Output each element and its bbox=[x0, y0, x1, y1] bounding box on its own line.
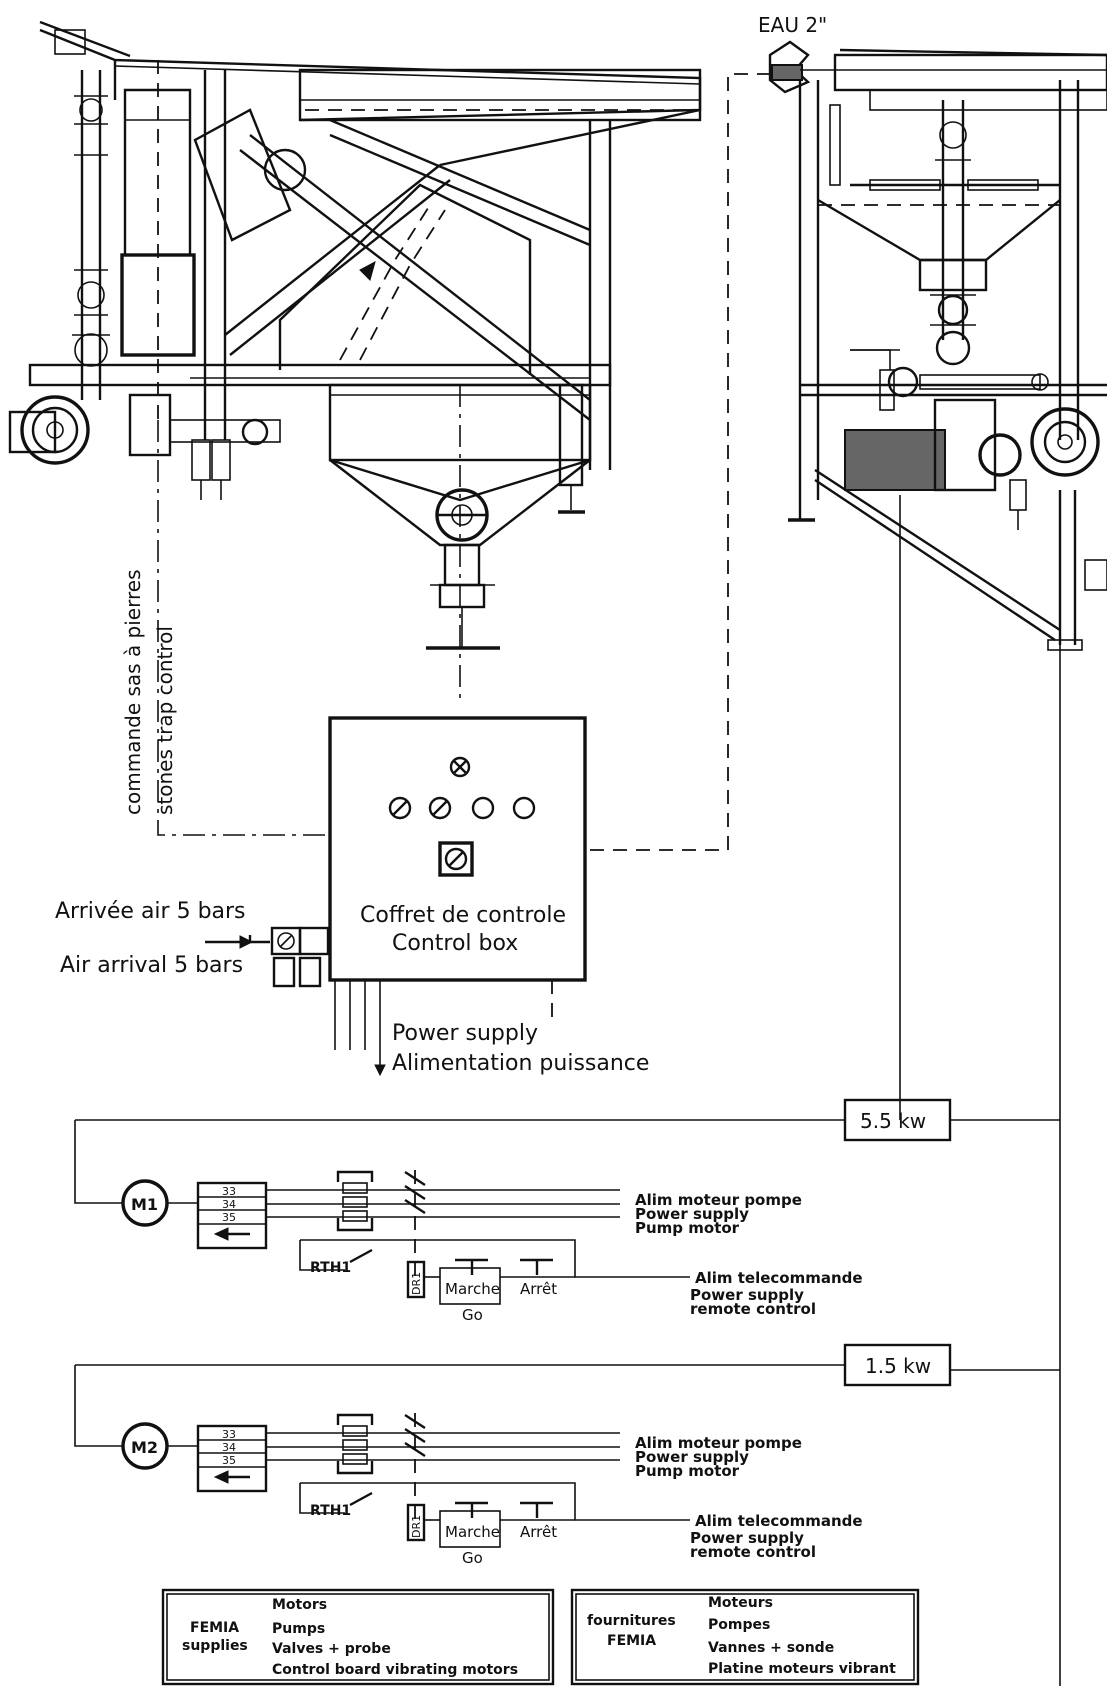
air-regulator bbox=[205, 926, 330, 988]
remote-feed-1-rc: remote control bbox=[690, 1300, 816, 1318]
motor-feed-2-en: Power supply bbox=[635, 1448, 749, 1466]
power-rating-1: 5.5 kw bbox=[860, 1109, 926, 1133]
terminal-33-b: 33 bbox=[222, 1428, 236, 1441]
motor-feed-2-fr: Alim moteur pompe bbox=[635, 1434, 802, 1452]
start-label-en-1: Go bbox=[462, 1306, 483, 1324]
supplies-fr-item-3: Vannes + sonde bbox=[708, 1640, 834, 1656]
separator-machine bbox=[8, 20, 702, 700]
remote-feed-2-en: Power supply bbox=[690, 1529, 804, 1547]
supplies-fr-item-1: Moteurs bbox=[708, 1595, 773, 1611]
indicator-lamp-icon bbox=[449, 756, 471, 778]
control-box-label-en: Control box bbox=[392, 931, 518, 956]
motor-m2-label: M2 bbox=[131, 1438, 158, 1457]
pilot-light-1-icon bbox=[471, 796, 495, 820]
selector-1-icon bbox=[388, 796, 412, 820]
control-lines bbox=[157, 73, 1061, 1686]
water-inlet-label: EAU 2" bbox=[758, 13, 827, 37]
remote-feed-1-fr: Alim telecommande bbox=[695, 1269, 863, 1287]
motor-m2-icon bbox=[121, 1422, 169, 1470]
supplies-en-item-4: Control board vibrating motors bbox=[272, 1662, 518, 1678]
motor-circuit-2 bbox=[74, 1343, 1060, 1548]
control-box-label-fr: Coffret de controle bbox=[360, 903, 566, 928]
supplies-fr-item-2: Pompes bbox=[708, 1617, 770, 1633]
supplies-fr-name-2: FEMIA bbox=[607, 1633, 656, 1649]
power-supply-label-en: Power supply bbox=[392, 1021, 538, 1046]
supplies-legend-en bbox=[161, 1588, 555, 1686]
remote-feed-1-en: Power supply bbox=[690, 1286, 804, 1304]
relay-label-1: RTH1 bbox=[310, 1260, 351, 1276]
contactor-coil-2 bbox=[406, 1503, 426, 1542]
selector-2-icon bbox=[428, 796, 452, 820]
stones-trap-label-fr: commande sas à pierres bbox=[121, 570, 145, 816]
motor-feed-1-fr: Alim moteur pompe bbox=[635, 1191, 802, 1209]
start-label-en-2: Go bbox=[462, 1549, 483, 1567]
control-box bbox=[328, 716, 587, 982]
relay-label-2: RTH1 bbox=[310, 1503, 351, 1519]
motor-circuit-1 bbox=[74, 1098, 1060, 1305]
terminal-block-2 bbox=[196, 1424, 268, 1493]
supplies-en-name-1: FEMIA bbox=[190, 1620, 239, 1636]
start-label-fr-2: Marche bbox=[445, 1523, 500, 1541]
stop-label-1: Arrêt bbox=[520, 1280, 557, 1298]
contactor-label-1: DR1 bbox=[410, 1272, 423, 1295]
supplies-en-name-2: supplies bbox=[182, 1638, 248, 1654]
terminal-34-b: 34 bbox=[222, 1441, 236, 1454]
supplies-fr-item-4: Platine moteurs vibrant bbox=[708, 1661, 896, 1677]
stop-label-2: Arrêt bbox=[520, 1523, 557, 1541]
start-label-fr-1: Marche bbox=[445, 1280, 500, 1298]
supplies-en-item-3: Valves + probe bbox=[272, 1641, 391, 1657]
supplies-en-item-2: Pumps bbox=[272, 1621, 325, 1637]
terminal-35-b: 35 bbox=[222, 1454, 236, 1467]
stones-trap-label-en: stones trap control bbox=[153, 626, 177, 815]
motor-m1-label: M1 bbox=[131, 1195, 158, 1214]
contactor-coil-1 bbox=[406, 1260, 426, 1299]
power-supply-label-fr: Alimentation puissance bbox=[392, 1051, 649, 1076]
terminal-block-1 bbox=[196, 1181, 268, 1250]
remote-feed-2-rc: remote control bbox=[690, 1543, 816, 1561]
motor-feed-1-pump: Pump motor bbox=[635, 1219, 740, 1237]
air-label-fr: Arrivée air 5 bars bbox=[55, 899, 246, 924]
power-rating-2: 1.5 kw bbox=[865, 1354, 931, 1378]
motor-feed-1-en: Power supply bbox=[635, 1205, 749, 1223]
pilot-light-2-icon bbox=[512, 796, 536, 820]
supplies-en-item-1: Motors bbox=[272, 1597, 327, 1613]
supplies-legend-fr bbox=[570, 1588, 920, 1686]
motor-feed-2-pump: Pump motor bbox=[635, 1462, 740, 1480]
terminal-34: 34 bbox=[222, 1198, 236, 1211]
power-rating-box-2 bbox=[843, 1343, 952, 1387]
power-supply-feed bbox=[334, 980, 553, 1077]
remote-feed-2-fr: Alim telecommande bbox=[695, 1512, 863, 1530]
air-label-en: Air arrival 5 bars bbox=[60, 953, 243, 978]
supplies-fr-name-1: fournitures bbox=[587, 1613, 676, 1629]
tank-machine bbox=[768, 40, 1107, 651]
terminal-33: 33 bbox=[222, 1185, 236, 1198]
main-switch-icon bbox=[438, 841, 474, 877]
terminal-35: 35 bbox=[222, 1211, 236, 1224]
contactor-label-2: DR1 bbox=[410, 1515, 423, 1538]
motor-m1-icon bbox=[121, 1179, 169, 1227]
